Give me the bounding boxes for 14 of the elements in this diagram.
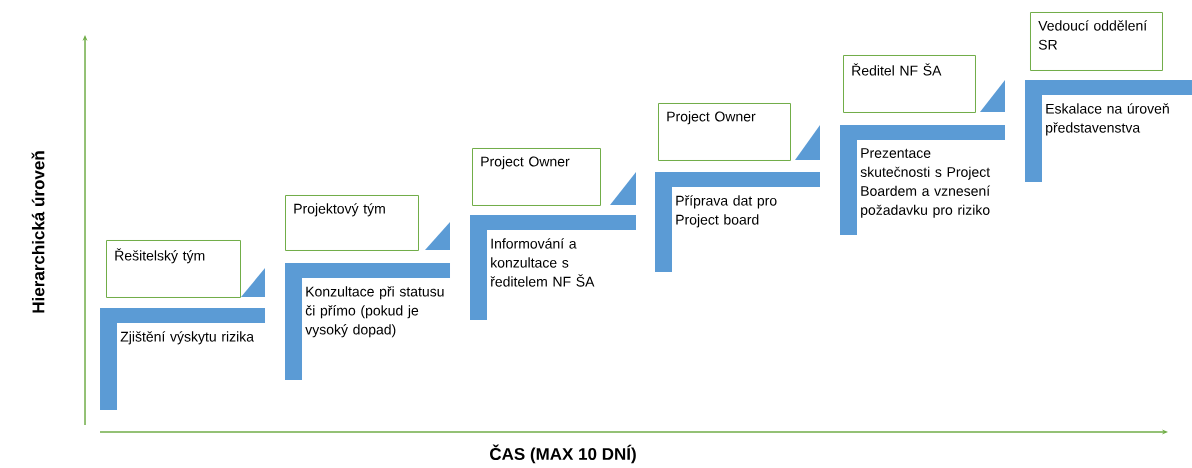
step-band: Prezentace skutečnosti s Project Boardem a vznesení požadavku pro riziko	[840, 125, 1005, 235]
role-box: Project Owner	[658, 103, 791, 161]
step-band: Zjištění výskytu rizika	[100, 308, 265, 410]
role-box: Ředitel NF ŠA	[843, 55, 976, 113]
axis-title: Hierarchická úroveň	[31, 151, 45, 313]
role-box: Vedoucí oddělení SR	[1030, 12, 1163, 71]
step-band: Příprava dat pro Project board	[655, 172, 820, 272]
role-box: Projektový tým	[285, 195, 419, 251]
axis-title: ČAS (MAX 10 DNÍ)	[490, 444, 636, 464]
step-band: Informování a konzultace s ředitelem NF ŠA	[470, 215, 636, 320]
role-box: Project Owner	[472, 148, 601, 206]
role-box: Řešitelský tým	[106, 240, 241, 298]
step-band: Eskalace na úroveň představenstva	[1025, 80, 1192, 182]
step-band: Konzultace při statusu či přímo (pokud je vysoký dopad)	[285, 263, 450, 380]
